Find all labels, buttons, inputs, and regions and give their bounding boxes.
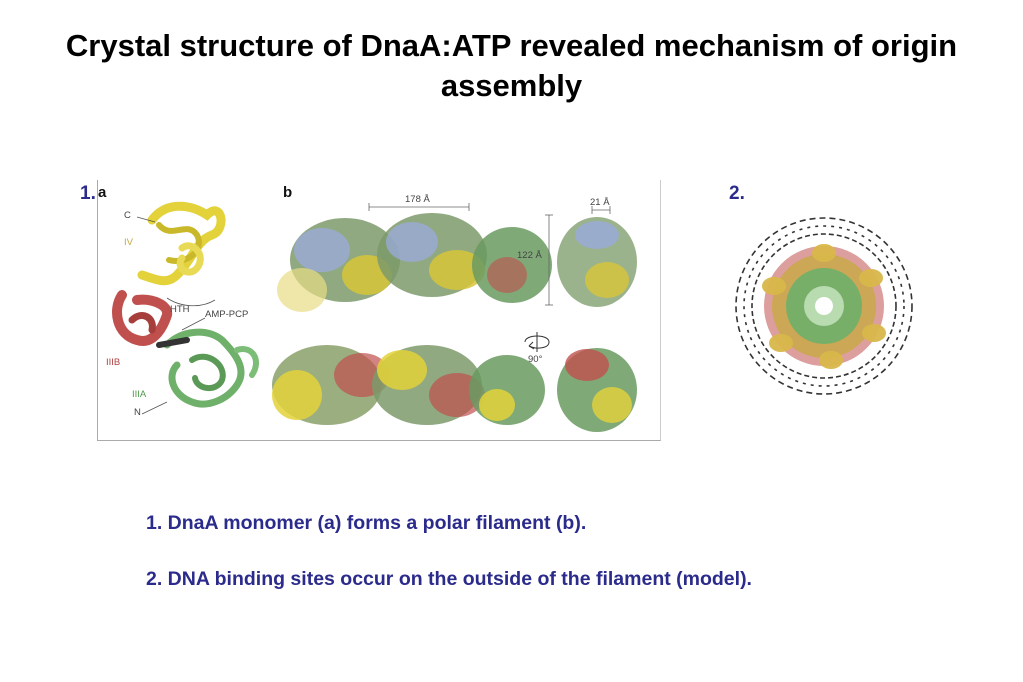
label-leader-lines	[136, 216, 216, 415]
figure2-number: 2.	[729, 183, 745, 204]
panel-a-letter: a	[98, 184, 107, 201]
amp-pcp-ligand	[156, 337, 190, 348]
figure-dnaa-structure: a b	[97, 180, 661, 442]
label-hth: HTH	[170, 304, 190, 315]
monomer-green-domain	[163, 328, 259, 408]
label-178-angstrom: 178 Å	[405, 194, 430, 205]
dimension-markers	[368, 203, 611, 306]
monomer-yellow-domain	[137, 201, 226, 286]
caption-1: 1. DnaA monomer (a) forms a polar filame…	[146, 512, 587, 534]
caption-block: 1. DnaA monomer (a) forms a polar filame…	[146, 509, 846, 594]
filament-side-view	[557, 217, 637, 307]
slide-title: Crystal structure of DnaA:ATP revealed m…	[65, 28, 958, 103]
rotation-arrow-icon	[524, 332, 550, 352]
structure-illustration	[112, 201, 637, 432]
monomer-red-domain	[112, 290, 173, 346]
dna-ring-illustration	[735, 217, 913, 395]
label-domain-iiib: IIIB	[106, 357, 121, 368]
protein-ring	[764, 246, 884, 366]
label-n-terminus: N	[134, 407, 141, 418]
panel-b-letter: b	[283, 184, 293, 201]
label-amp-pcp: AMP-PCP	[205, 309, 249, 320]
protein-subunits	[762, 244, 886, 369]
figure-dna-ring-model	[726, 208, 922, 404]
caption-2: 2. DNA binding sites occur on the outsid…	[146, 568, 752, 590]
figure1-number: 1.	[80, 183, 96, 204]
label-c-terminus: C	[124, 210, 131, 221]
figure-frame	[97, 180, 661, 441]
filament-top-view	[277, 213, 552, 312]
label-21-angstrom: 21 Å	[590, 197, 610, 208]
label-90-degrees: 90°	[528, 354, 543, 365]
label-domain-iv: IV	[124, 237, 133, 248]
filament-bottom-view	[272, 345, 637, 432]
label-122-angstrom: 122 Å	[517, 250, 542, 261]
dna-helix-outer	[735, 217, 913, 395]
label-domain-iiia: IIIA	[132, 389, 147, 400]
